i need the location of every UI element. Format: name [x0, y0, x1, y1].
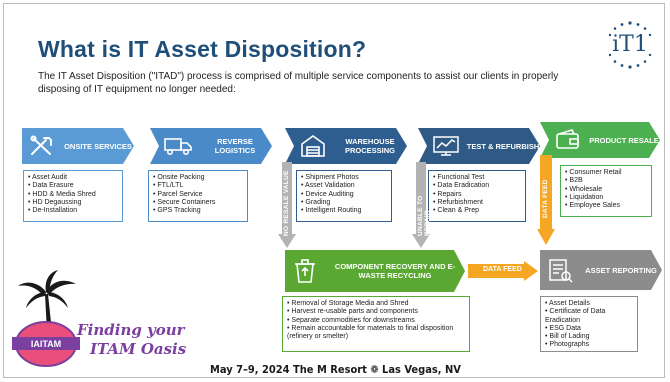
list-item: Asset Audit — [28, 174, 118, 182]
list-item: Secure Containers — [153, 199, 243, 207]
event-tagline-line1: Finding your — [77, 321, 185, 339]
data-feed-horizontal-label: DATA FEED — [483, 266, 522, 273]
list-item: Onsite Packing — [153, 174, 243, 182]
tools-icon — [22, 131, 62, 161]
truck-icon — [158, 131, 198, 161]
page-subtitle: The IT Asset Disposition ("ITAD") proces… — [38, 71, 559, 95]
list-item: Functional Test — [433, 174, 521, 182]
data-feed-vertical-label: DATA FEED — [542, 179, 549, 218]
stage-items-logistics: Onsite Packing FTL/LTL Parcel Service Se… — [148, 170, 248, 222]
stage-onsite-services: ONSITE SERVICES — [22, 128, 134, 164]
list-item: Shipment Photos — [301, 174, 387, 182]
list-item: Device Auditing — [301, 191, 387, 199]
stage-label: WAREHOUSE PROCESSING — [344, 137, 395, 155]
wallet-icon — [548, 125, 588, 155]
no-resale-value-label: NO RESALE VALUE — [283, 170, 290, 236]
list-item: Repairs — [433, 191, 521, 199]
list-item: Bill of Lading — [545, 333, 633, 341]
list-item: Remain accountable for materials to fina… — [287, 325, 465, 342]
stage-label: ONSITE SERVICES — [64, 141, 132, 151]
list-item: Harvest re-usable parts and components — [287, 308, 465, 316]
iaitam-badge: IAITAM — [31, 339, 61, 349]
warehouse-icon — [293, 131, 333, 161]
stage-label: ASSET REPORTING — [585, 265, 657, 275]
palm-globe-icon: IAITAM — [12, 270, 80, 367]
list-item: Wholesale — [565, 186, 647, 194]
stage-items-warehouse: Shipment Photos Asset Validation Device … — [296, 170, 392, 222]
slide-frame — [3, 3, 665, 378]
stage-product-resale: PRODUCT RESALE — [540, 122, 660, 158]
stage-items-onsite: Asset Audit Data Erasure HDD & Media Shr… — [23, 170, 123, 222]
monitor-chart-icon — [426, 131, 466, 161]
list-item: Removal of Storage Media and Shred — [287, 300, 465, 308]
list-item: Employee Sales — [565, 202, 647, 210]
list-item: Consumer Retail — [565, 169, 647, 177]
list-item: Clean & Prep — [433, 207, 521, 215]
list-item: Grading — [301, 199, 387, 207]
list-item: B2B — [565, 177, 647, 185]
stage-items-test: Functional Test Data Eradication Repairs… — [428, 170, 526, 222]
list-item: HD Degaussing — [28, 199, 118, 207]
stage-asset-reporting: ASSET REPORTING — [540, 250, 662, 290]
list-item: Intelligent Routing — [301, 207, 387, 215]
list-item: Asset Validation — [301, 182, 387, 190]
company-logo: iT1 — [604, 19, 656, 71]
stage-recycling: COMPONENT RECOVERY AND E-WASTE RECYCLING — [285, 250, 465, 292]
page-title: What is IT Asset Disposition? — [38, 36, 367, 62]
unable-to-repair-label: UNABLE TO REPAIR — [417, 195, 431, 237]
stage-label: TEST & REFURBISH — [466, 141, 540, 151]
list-item: De-Installation — [28, 207, 118, 215]
list-item: Refurbishment — [433, 199, 521, 207]
stage-label: REVERSE LOGISTICS — [214, 137, 256, 155]
reporting-items: Asset Details Certificate of Data Eradic… — [540, 296, 638, 352]
list-item: Data Eradication — [433, 182, 521, 190]
recycling-items: Removal of Storage Media and Shred Harve… — [282, 296, 470, 352]
event-footer: May 7–9, 2024 The M Resort ❁ Las Vegas, … — [210, 363, 461, 376]
list-item: HDD & Media Shred — [28, 191, 118, 199]
list-item: GPS Tracking — [153, 207, 243, 215]
data-feed-down-arrow — [537, 155, 555, 245]
list-item: Separate commodities for downstreams — [287, 317, 465, 325]
list-item: Parcel Service — [153, 191, 243, 199]
list-item: Photographs — [545, 341, 633, 349]
logo-ring-icon — [608, 21, 652, 69]
list-item: FTL/LTL — [153, 182, 243, 190]
stage-test-refurbish: TEST & REFURBISH — [418, 128, 540, 164]
stage-label: PRODUCT RESALE — [589, 135, 659, 145]
list-item: ESG Data — [545, 325, 633, 333]
list-item: Asset Details — [545, 300, 633, 308]
no-resale-arrow — [278, 162, 296, 248]
stage-reverse-logistics: REVERSE LOGISTICS — [150, 128, 272, 164]
event-tagline-line2: ITAM Oasis — [90, 340, 187, 358]
stage-label: COMPONENT RECOVERY AND E-WASTE RECYCLING — [334, 262, 456, 280]
list-item: Certificate of Data Eradication — [545, 308, 633, 325]
recycle-bin-icon — [285, 256, 325, 286]
unable-to-repair-arrow — [412, 162, 430, 248]
report-icon — [540, 255, 580, 285]
logo-text: iT1 — [612, 32, 648, 57]
list-item: Data Erasure — [28, 182, 118, 190]
stage-items-resale: Consumer Retail B2B Wholesale Liquidatio… — [560, 165, 652, 217]
stage-warehouse-processing: WAREHOUSE PROCESSING — [285, 128, 407, 164]
list-item: Liquidation — [565, 194, 647, 202]
